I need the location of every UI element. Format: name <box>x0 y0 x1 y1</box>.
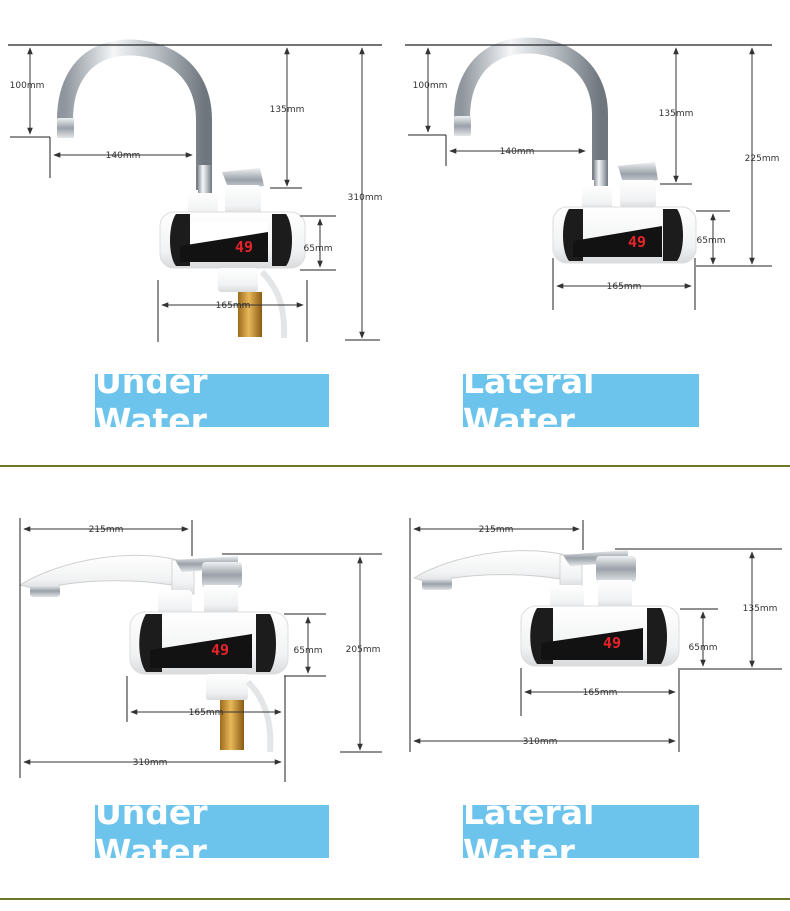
dim-spout-height: 100mm <box>413 81 448 91</box>
dim-handle-drop: 135mm <box>270 105 305 115</box>
dim-body-width: 165mm <box>189 708 224 718</box>
section-divider <box>0 465 790 467</box>
dim-body-width: 165mm <box>216 301 251 311</box>
temperature-display: 49 <box>235 238 253 256</box>
dim-body-width: 165mm <box>583 688 618 698</box>
label-under-water-top: Under Water <box>95 362 329 440</box>
panel-lateral-water-top: 49 100mm 140mm 135mm 225mm 65mm 165mm <box>405 37 780 310</box>
dim-body-height: 65mm <box>294 646 323 656</box>
dim-body-height: 65mm <box>689 643 718 653</box>
faucet-image: 49 <box>57 39 306 339</box>
label-lateral-water-top: Lateral Water <box>463 362 699 440</box>
panel-lateral-water-bottom: 49 215mm 135mm 65mm 165mm 310mm <box>409 518 782 752</box>
dim-total-width: 310mm <box>523 737 558 747</box>
dim-spout-reach: 140mm <box>106 151 141 161</box>
dim-spout-height: 100mm <box>10 81 45 91</box>
temperature-display: 49 <box>628 233 646 251</box>
dim-body-height: 65mm <box>697 236 726 246</box>
dim-body-height: 65mm <box>304 244 333 254</box>
dim-spout-length: 215mm <box>479 525 514 535</box>
dim-total-height: 135mm <box>743 604 778 614</box>
faucet-image: 49 <box>454 37 697 264</box>
dim-handle-drop: 135mm <box>659 109 694 119</box>
temperature-display: 49 <box>211 641 229 659</box>
temperature-display: 49 <box>603 634 621 652</box>
label-lateral-water-bottom: Lateral Water <box>463 793 699 871</box>
dim-total-height: 310mm <box>348 193 383 203</box>
section-divider <box>0 898 790 900</box>
dim-spout-length: 215mm <box>89 525 124 535</box>
dim-total-width: 310mm <box>133 758 168 768</box>
dim-spout-reach: 140mm <box>500 147 535 157</box>
faucet-image: 49 <box>412 550 680 667</box>
faucet-image: 49 <box>18 554 289 753</box>
dim-body-width: 165mm <box>607 282 642 292</box>
dim-total-height: 205mm <box>346 645 381 655</box>
panel-under-water-top: 49 100mm 140mm 135mm 65mm 165mm 310mm <box>8 39 383 342</box>
label-under-water-bottom: Under Water <box>95 793 329 871</box>
dim-total-height: 225mm <box>745 154 780 164</box>
panel-under-water-bottom: 49 215mm 205mm 65mm 165mm 310mm <box>18 518 382 782</box>
